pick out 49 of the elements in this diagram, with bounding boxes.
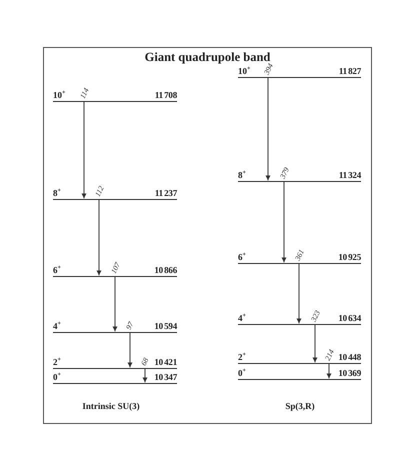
column-label: Sp(3,R) xyxy=(285,401,315,411)
energy-level xyxy=(53,186,177,200)
spin-label: 2$^{+}$ xyxy=(53,357,61,367)
spin-label: 6$^{+}$ xyxy=(238,252,246,262)
transition-arrow xyxy=(128,332,132,368)
transition-arrow xyxy=(296,264,302,324)
energy-level xyxy=(238,64,361,78)
energy-label: 10 925 xyxy=(338,252,361,262)
energy-label: 10 866 xyxy=(154,265,177,275)
energy-label: 10 448 xyxy=(338,352,361,362)
energy-label: 10 594 xyxy=(154,321,177,331)
spin-label: 0$^{+}$ xyxy=(53,372,61,382)
transition-arrow xyxy=(282,182,286,263)
energy-label: 11 324 xyxy=(338,170,361,180)
spin-label: 2$^{+}$ xyxy=(238,352,246,362)
transition-arrow xyxy=(142,368,148,383)
spin-label: 4$^{+}$ xyxy=(238,313,246,323)
energy-level xyxy=(53,319,177,333)
spin-label: 0$^{+}$ xyxy=(238,368,246,378)
spin-label: 6$^{+}$ xyxy=(53,265,61,275)
energy-level xyxy=(53,370,177,384)
energy-label: 10 421 xyxy=(154,357,177,367)
diagram-title: Giant quadrupole band xyxy=(144,50,270,64)
energy-level xyxy=(53,355,177,369)
spin-label: 10$^{+}$ xyxy=(53,90,66,100)
energy-level xyxy=(238,250,361,264)
energy-label: 10 634 xyxy=(338,313,361,323)
energy-level xyxy=(53,88,177,102)
spin-label: 10$^{+}$ xyxy=(238,66,250,76)
energy-label: 10 347 xyxy=(154,372,177,382)
energy-level xyxy=(238,311,361,325)
transition-arrow xyxy=(96,200,102,276)
transition-arrow xyxy=(312,324,318,363)
transition-arrow xyxy=(112,276,118,332)
transition-arrow xyxy=(326,364,332,379)
energy-level xyxy=(238,168,361,182)
spin-label: 4$^{+}$ xyxy=(53,321,61,331)
transition-arrow xyxy=(266,78,270,181)
transition-arrow xyxy=(82,102,86,199)
spin-label: 8$^{+}$ xyxy=(238,170,246,180)
energy-level xyxy=(238,350,361,364)
energy-label: 11 708 xyxy=(154,90,177,100)
energy-label: 11 237 xyxy=(154,188,177,198)
spin-label: 8$^{+}$ xyxy=(53,188,61,198)
energy-level xyxy=(238,366,361,380)
energy-level xyxy=(53,263,177,277)
energy-label: 11 827 xyxy=(338,66,361,76)
energy-label: 10 369 xyxy=(338,368,361,378)
column-label: Intrinsic SU(3) xyxy=(82,401,140,411)
